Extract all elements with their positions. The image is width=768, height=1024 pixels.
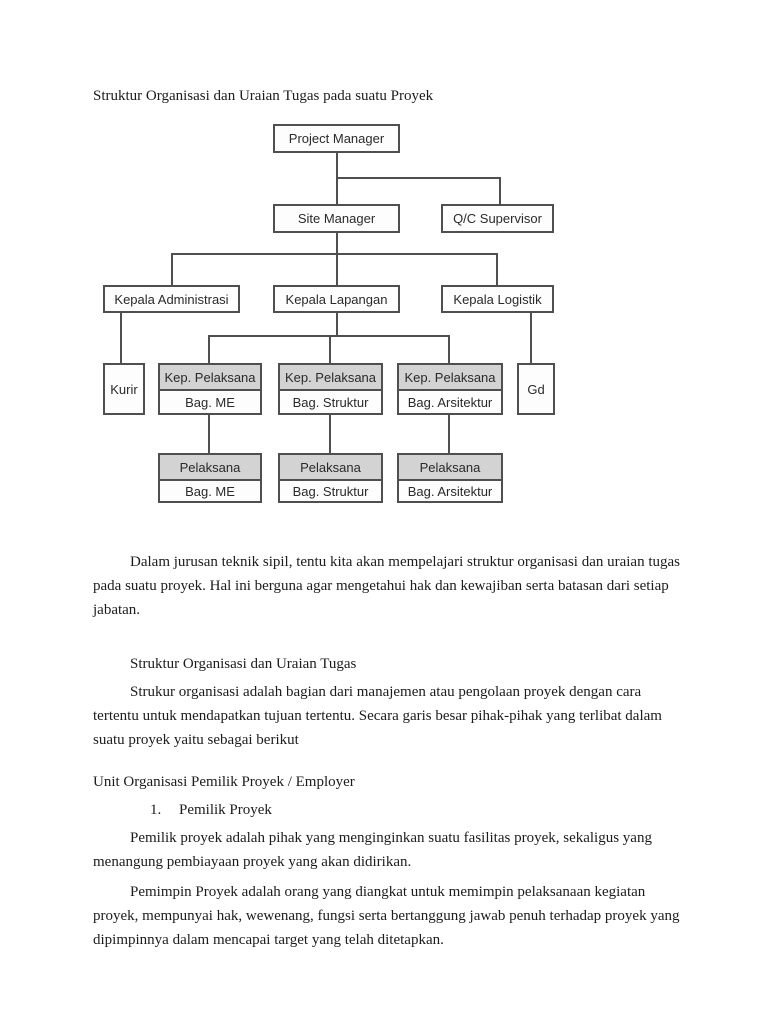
connector-line bbox=[530, 312, 532, 363]
connector-line bbox=[448, 415, 450, 453]
org-node-label: Project Manager bbox=[288, 131, 385, 146]
org-node-site-manager: Site Manager bbox=[273, 204, 400, 233]
org-node-label: Gd bbox=[527, 381, 545, 397]
org-node-kep-pelaksana-struktur: Kep. Pelaksana Bag. Struktur bbox=[278, 363, 383, 415]
connector-line bbox=[336, 153, 338, 205]
connector-line bbox=[171, 253, 498, 255]
document-body: Dalam jurusan teknik sipil, tentu kita a… bbox=[93, 550, 681, 952]
org-node-title: Pelaksana bbox=[399, 455, 501, 481]
paragraph-definition: Strukur organisasi adalah bagian dari ma… bbox=[93, 684, 662, 748]
org-node-kep-pelaksana-me: Kep. Pelaksana Bag. ME bbox=[158, 363, 262, 415]
org-node-subtitle: Bag. Arsitektur bbox=[407, 483, 493, 499]
org-node-pelaksana-struktur: Pelaksana Bag. Struktur bbox=[278, 453, 383, 503]
paragraph-pemimpin: Pemimpin Proyek adalah orang yang diangk… bbox=[93, 884, 680, 948]
org-node-subtitle: Bag. Arsitektur bbox=[407, 394, 493, 410]
connector-line bbox=[120, 312, 122, 363]
org-node-kepala-administrasi: Kepala Administrasi bbox=[103, 285, 240, 313]
list-item-label: Pemilik Proyek bbox=[179, 802, 272, 818]
list-item-number: 1. bbox=[150, 802, 162, 818]
org-node-pelaksana-me: Pelaksana Bag. ME bbox=[158, 453, 262, 503]
org-node-gudang: Gd bbox=[517, 363, 555, 415]
org-node-label: Site Manager bbox=[297, 211, 376, 226]
connector-line bbox=[329, 415, 331, 453]
org-node-kepala-lapangan: Kepala Lapangan bbox=[273, 285, 400, 313]
org-node-kep-pelaksana-arsitektur: Kep. Pelaksana Bag. Arsitektur bbox=[397, 363, 503, 415]
connector-line bbox=[208, 415, 210, 453]
org-node-kurir: Kurir bbox=[103, 363, 145, 415]
connector-line bbox=[496, 253, 498, 285]
paragraph-pemilik: Pemilik proyek adalah pihak yang menging… bbox=[93, 830, 652, 870]
org-node-label: Kepala Administrasi bbox=[114, 291, 229, 307]
org-node-label: Kepala Lapangan bbox=[285, 291, 388, 307]
connector-line bbox=[499, 177, 501, 205]
connector-line bbox=[336, 177, 501, 179]
unit-heading: Unit Organisasi Pemilik Proyek / Employe… bbox=[93, 774, 355, 790]
org-node-kepala-logistik: Kepala Logistik bbox=[441, 285, 554, 313]
connector-line bbox=[171, 253, 173, 285]
connector-line bbox=[336, 312, 338, 337]
connector-line bbox=[329, 335, 331, 363]
org-node-subtitle: Bag. ME bbox=[185, 394, 235, 410]
connector-line bbox=[448, 335, 450, 363]
connector-line bbox=[208, 335, 210, 363]
connector-line bbox=[336, 232, 338, 285]
paragraph-intro: Dalam jurusan teknik sipil, tentu kita a… bbox=[93, 554, 680, 618]
org-node-title: Kep. Pelaksana bbox=[399, 365, 501, 391]
org-node-subtitle: Bag. Struktur bbox=[292, 394, 369, 410]
org-node-label: Q/C Supervisor bbox=[453, 211, 542, 226]
section-heading: Struktur Organisasi dan Uraian Tugas bbox=[130, 656, 357, 672]
org-node-subtitle: Bag. Struktur bbox=[292, 483, 369, 499]
page-title: Struktur Organisasi dan Uraian Tugas pad… bbox=[93, 88, 434, 104]
org-node-title: Kep. Pelaksana bbox=[280, 365, 381, 391]
org-node-label: Kepala Logistik bbox=[453, 291, 542, 307]
org-node-qc-supervisor: Q/C Supervisor bbox=[441, 204, 554, 233]
org-node-title: Pelaksana bbox=[160, 455, 260, 481]
org-node-title: Kep. Pelaksana bbox=[160, 365, 260, 391]
org-node-project-manager: Project Manager bbox=[273, 124, 400, 153]
org-node-subtitle: Bag. ME bbox=[185, 483, 235, 499]
org-node-label: Kurir bbox=[110, 381, 138, 397]
org-node-title: Pelaksana bbox=[280, 455, 381, 481]
list-item-pemilik-proyek: 1. Pemilik Proyek bbox=[93, 798, 681, 822]
org-node-pelaksana-arsitektur: Pelaksana Bag. Arsitektur bbox=[397, 453, 503, 503]
